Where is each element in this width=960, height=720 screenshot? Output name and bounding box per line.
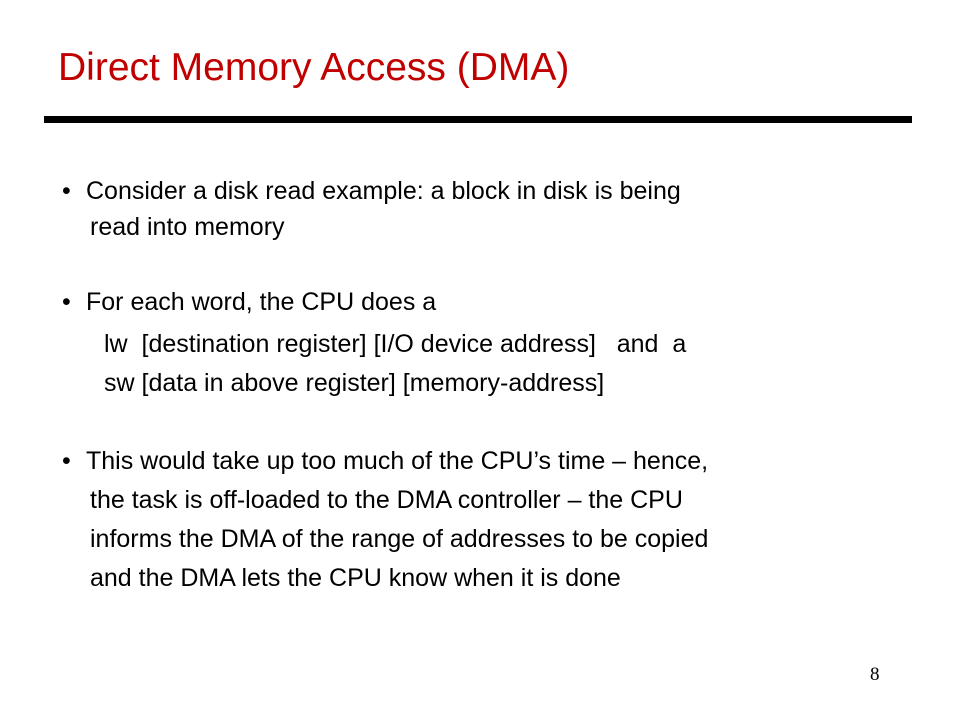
bullet-1-line-1: Consider a disk read example: a block in… [86, 177, 681, 205]
bullet-3-line-3: informs the DMA of the range of addresse… [90, 525, 709, 553]
bullet-marker: • [62, 177, 71, 205]
bullet-marker: • [62, 447, 71, 475]
page-number: 8 [870, 664, 880, 685]
bullet-3-line-1: This would take up too much of the CPU’s… [86, 447, 709, 475]
slide-title: Direct Memory Access (DMA) [58, 46, 570, 89]
bullet-marker: • [62, 288, 71, 316]
bullet-1-line-2: read into memory [90, 213, 285, 241]
bullet-2-line-2: lw [destination register] [I/O device ad… [104, 330, 687, 358]
bullet-3-line-2: the task is off-loaded to the DMA contro… [90, 486, 683, 514]
bullet-2-line-3: sw [data in above register] [memory-addr… [104, 369, 605, 397]
bullet-3-line-4: and the DMA lets the CPU know when it is… [90, 564, 621, 592]
title-underline-rule [44, 116, 912, 123]
bullet-2-line-1: For each word, the CPU does a [86, 288, 437, 316]
